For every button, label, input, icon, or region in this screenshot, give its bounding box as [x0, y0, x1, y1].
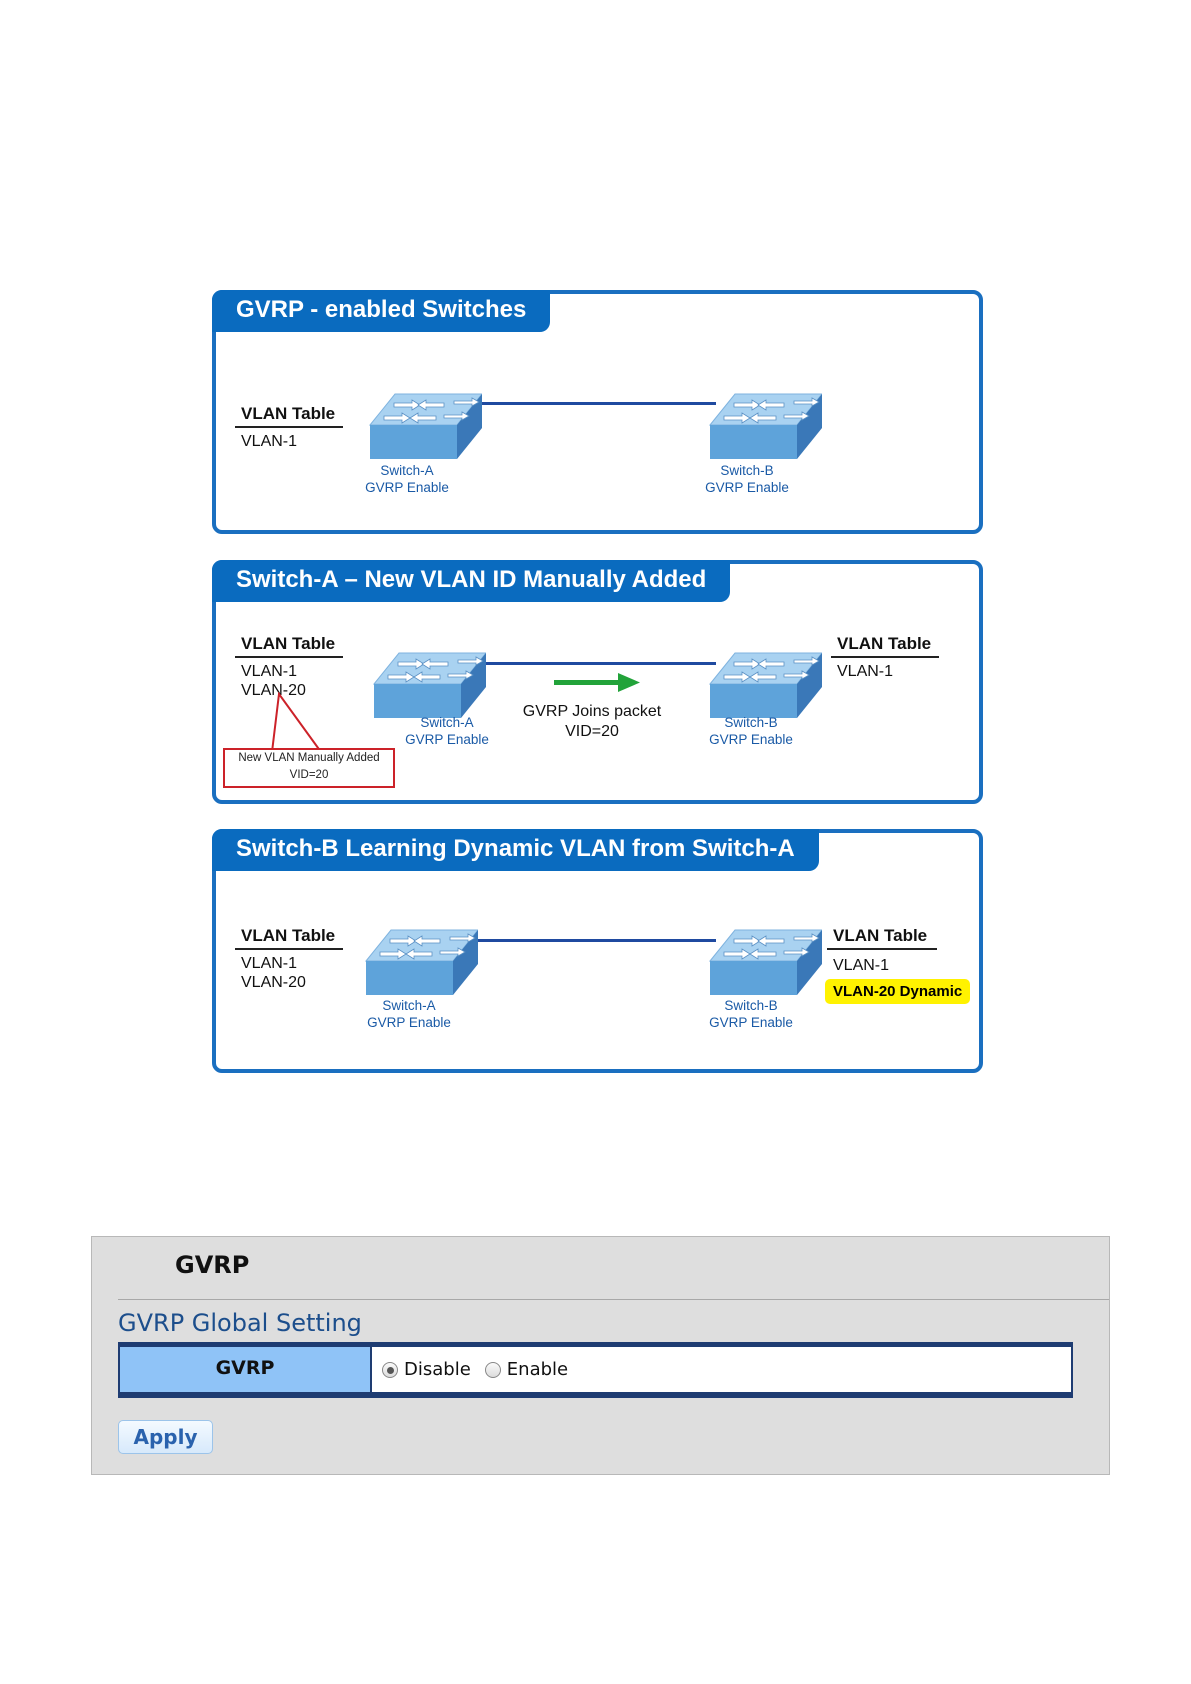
vlan-table-header: VLAN Table: [235, 926, 343, 950]
switch-status: GVRP Enable: [405, 732, 489, 747]
vlan-table-switch-b: VLAN Table VLAN-1: [831, 634, 939, 681]
gvrp-join-arrow-icon: [554, 673, 640, 692]
gvrp-settings-page: GVRP GVRP Global Setting GVRP Disable En…: [91, 1236, 1110, 1475]
vlan-table-switch-a: VLAN Table VLAN-1 VLAN-20: [235, 926, 343, 992]
vlan-table-switch-a: VLAN Table VLAN-1 VLAN-20: [235, 634, 343, 700]
section-title: GVRP Global Setting: [118, 1309, 362, 1337]
switch-name: Switch-B: [724, 998, 778, 1013]
switch-name: Switch-B: [724, 715, 778, 730]
switch-a-icon: [360, 927, 478, 995]
panel-dynamic-vlan-learning: Switch-B Learning Dynamic VLAN from Swit…: [212, 829, 983, 1073]
vlan-table-header: VLAN Table: [831, 634, 939, 658]
switch-status: GVRP Enable: [365, 480, 449, 495]
gvrp-setting-table: GVRP Disable Enable: [118, 1342, 1073, 1398]
vlan-table-switch-b: VLAN Table VLAN-1 VLAN-20 Dynamic: [825, 926, 971, 1004]
switch-name: Switch-A: [382, 998, 436, 1013]
panel-title: GVRP - enabled Switches: [212, 290, 551, 332]
switch-a-label: Switch-A GVRP Enable: [334, 997, 484, 1031]
gvrp-radio-group: Disable Enable: [382, 1347, 582, 1392]
panel-new-vlan-added: Switch-A – New VLAN ID Manually Added VL…: [212, 560, 983, 804]
callout-text: New VLAN Manually Added: [238, 752, 380, 764]
gvrp-packet-label: GVRP Joins packet VID=20: [512, 702, 672, 742]
link-line: [476, 402, 716, 405]
switch-name: Switch-A: [420, 715, 474, 730]
link-line: [480, 662, 716, 665]
vlan-table-row: VLAN-1: [833, 957, 890, 974]
switch-a-icon: [364, 391, 482, 459]
vlan-table-row: VLAN-1: [241, 433, 298, 450]
enable-radio-label[interactable]: Enable: [506, 1359, 569, 1380]
apply-button[interactable]: Apply: [118, 1420, 213, 1454]
disable-radio-label[interactable]: Disable: [404, 1359, 471, 1380]
callout-pointer: [271, 692, 322, 753]
switch-b-label: Switch-B GVRP Enable: [672, 462, 822, 496]
callout-text: VID=20: [289, 769, 329, 781]
page-title: GVRP: [175, 1251, 250, 1279]
panel-title: Switch-A – New VLAN ID Manually Added: [212, 560, 731, 602]
switch-name: Switch-A: [380, 463, 434, 478]
panel-gvrp-enabled: GVRP - enabled Switches VLAN Table VLAN-…: [212, 290, 983, 534]
panel-title: Switch-B Learning Dynamic VLAN from Swit…: [212, 829, 819, 871]
vlan-table-header: VLAN Table: [235, 404, 343, 428]
link-line: [472, 939, 716, 942]
switch-b-label: Switch-B GVRP Enable: [676, 997, 826, 1031]
switch-status: GVRP Enable: [705, 480, 789, 495]
switch-b-icon: [704, 391, 822, 459]
vlan-table-row: VLAN-1: [241, 663, 298, 680]
switch-a-icon: [368, 650, 486, 718]
switch-a-label: Switch-A GVRP Enable: [332, 462, 482, 496]
switch-status: GVRP Enable: [709, 1015, 793, 1030]
switch-b-label: Switch-B GVRP Enable: [676, 714, 826, 748]
vlan-table-row: VLAN-1: [837, 663, 894, 680]
vlan-table-row: VLAN-1: [241, 955, 298, 972]
switch-name: Switch-B: [720, 463, 774, 478]
vlan-table-row: VLAN-20: [241, 974, 306, 991]
gvrp-setting-label: GVRP: [120, 1347, 372, 1392]
vlan-table-header: VLAN Table: [827, 926, 937, 950]
packet-text: VID=20: [565, 723, 619, 740]
packet-text: GVRP Joins packet: [522, 703, 662, 720]
enable-radio[interactable]: [484, 1361, 501, 1378]
callout-new-vlan: New VLAN Manually Added VID=20: [223, 748, 395, 788]
switch-b-icon: [704, 927, 822, 995]
vlan-table-switch-a: VLAN Table VLAN-1: [235, 404, 343, 451]
switch-status: GVRP Enable: [709, 732, 793, 747]
title-divider: [118, 1299, 1109, 1300]
dynamic-vlan-badge: VLAN-20 Dynamic: [825, 979, 971, 1004]
disable-radio[interactable]: [382, 1361, 398, 1378]
switch-a-label: Switch-A GVRP Enable: [372, 714, 522, 748]
switch-status: GVRP Enable: [367, 1015, 451, 1030]
vlan-table-row: VLAN-20: [241, 682, 306, 699]
vlan-table-header: VLAN Table: [235, 634, 343, 658]
switch-b-icon: [704, 650, 822, 718]
